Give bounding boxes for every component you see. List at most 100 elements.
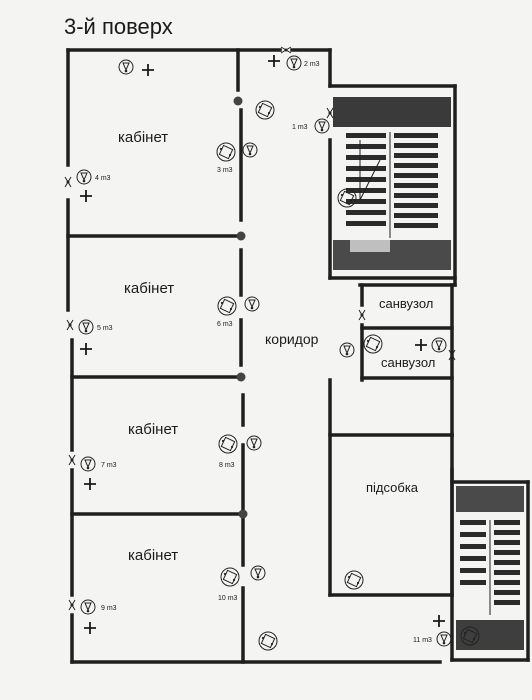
- room-label-office-1: кабінет: [118, 129, 168, 146]
- smoke-detector-icon: [217, 296, 237, 316]
- stair-step: [346, 166, 386, 171]
- stair-step: [394, 163, 438, 168]
- stair-step: [460, 568, 486, 573]
- marker-label: 8 m3: [219, 462, 235, 469]
- smoke-detector-icon: [258, 631, 278, 651]
- plus-icon: [433, 615, 445, 627]
- smoke-detector-icon: [220, 567, 240, 587]
- walls: [66, 48, 530, 664]
- plus-icon: [415, 339, 427, 351]
- door-icon: [68, 454, 76, 466]
- marker-label: 4 m3: [95, 175, 111, 182]
- stair-step: [460, 520, 486, 525]
- extinguisher-icon: [76, 169, 92, 185]
- stair-step: [394, 173, 438, 178]
- stair-step: [394, 223, 438, 228]
- marker-label: 5 m3: [97, 325, 113, 332]
- extinguisher-icon: [431, 337, 447, 353]
- smoke-detector-icon: [216, 142, 236, 162]
- extinguisher-icon: [339, 342, 355, 358]
- marker-label: 10 m3: [218, 595, 238, 602]
- room-label-wc-1: санвузол: [379, 296, 433, 311]
- extinguisher-markers: 1 m3 2 m3 3 m3 4 m3 5 m3 6 m3 7 m3 8 m3 …: [76, 55, 452, 647]
- stair-step: [494, 580, 520, 585]
- room-labels: кабінет кабінет кабінет кабінет коридор …: [118, 129, 435, 564]
- extinguisher-icon: [246, 435, 262, 451]
- extinguisher-icon: [80, 456, 96, 472]
- column-nodes: [233, 96, 248, 519]
- stair-step: [494, 520, 520, 525]
- marker-label: 11 m3: [413, 637, 432, 644]
- plus-markers: [80, 55, 445, 634]
- door-icon: [326, 107, 334, 119]
- extinguisher-icon: [118, 59, 134, 75]
- stair-step: [460, 532, 486, 537]
- marker-label: 7 m3: [101, 462, 117, 469]
- marker-label: 1 m3: [292, 124, 308, 131]
- room-label-wc-2: санвузол: [381, 355, 435, 370]
- door-icon: [66, 319, 74, 331]
- stair-step: [346, 155, 386, 160]
- stair-step: [394, 203, 438, 208]
- extinguisher-icon: [80, 599, 96, 615]
- stair-step: [394, 183, 438, 188]
- extinguisher-icon: [242, 142, 258, 158]
- plus-icon: [80, 343, 92, 355]
- stair-step: [494, 540, 520, 545]
- smoke-detector-icon: [218, 434, 238, 454]
- room-label-corridor: коридор: [265, 331, 319, 347]
- stair-step: [494, 570, 520, 575]
- stair-step: [394, 213, 438, 218]
- plus-icon: [84, 478, 96, 490]
- extinguisher-icon: [250, 565, 266, 581]
- staircase-lower: [456, 486, 524, 650]
- stair-step: [394, 133, 438, 138]
- extinguisher-icon: [286, 55, 302, 71]
- plus-icon: [142, 64, 154, 76]
- room-label-storage: підсобка: [366, 480, 419, 495]
- smoke-detector-icon: [363, 334, 383, 354]
- stair-step: [460, 544, 486, 549]
- stair-step: [494, 530, 520, 535]
- stair-step: [394, 153, 438, 158]
- stair-step: [394, 143, 438, 148]
- smoke-detector-icon: [255, 100, 275, 120]
- stair-steps-right: [494, 520, 520, 605]
- staircase-upper: [333, 97, 451, 270]
- stair-step: [494, 600, 520, 605]
- marker-label: 2 m3: [304, 61, 320, 68]
- door-icon: [64, 176, 72, 188]
- stair-step: [346, 188, 386, 193]
- stair-step: [346, 221, 386, 226]
- stair-step: [394, 193, 438, 198]
- stair-step: [494, 590, 520, 595]
- page-title: 3-й поверх: [64, 14, 173, 39]
- stair-step: [460, 556, 486, 561]
- door-icon: [68, 599, 76, 611]
- marker-label: 6 m3: [217, 321, 233, 328]
- stair-steps-left: [460, 520, 486, 585]
- stair-steps-left: [346, 133, 386, 226]
- extinguisher-icon: [244, 296, 260, 312]
- extinguisher-icon: [436, 631, 452, 647]
- room-label-office-3: кабінет: [128, 421, 178, 438]
- detector-markers: [216, 100, 480, 651]
- smoke-detector-icon: [344, 570, 364, 590]
- stair-step: [346, 177, 386, 182]
- extinguisher-icon: [78, 319, 94, 335]
- stair-step: [346, 144, 386, 149]
- plus-icon: [80, 190, 92, 202]
- stair-step: [494, 550, 520, 555]
- stair-step: [346, 133, 386, 138]
- room-label-office-4: кабінет: [128, 547, 178, 564]
- marker-label: 9 m3: [101, 605, 117, 612]
- stair-step: [346, 210, 386, 215]
- stair-steps-right: [394, 133, 438, 228]
- extinguisher-icon: [314, 118, 330, 134]
- plus-icon: [84, 622, 96, 634]
- stair-step: [494, 560, 520, 565]
- room-label-office-2: кабінет: [124, 280, 174, 297]
- door-icon: [280, 46, 292, 54]
- door-icon: [358, 309, 366, 321]
